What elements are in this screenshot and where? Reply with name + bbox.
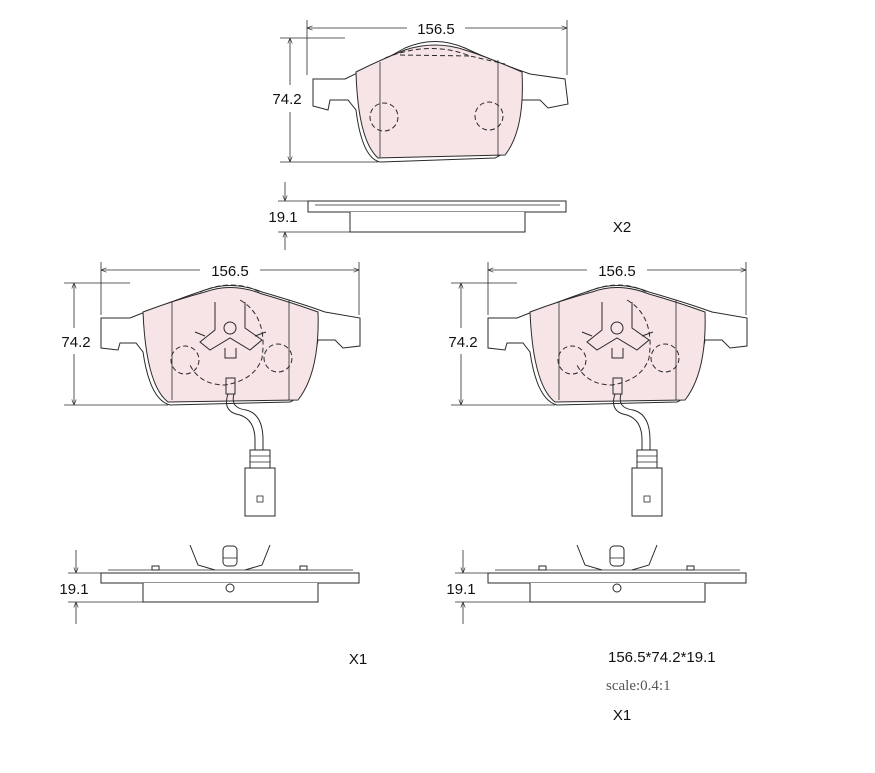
top-pad-thickness-dimension: 19.1 [268,182,350,250]
left-pad-width-label: 156.5 [211,263,249,280]
top-pad-height-label: 74.2 [272,91,301,108]
top-pad-height-dimension: 74.2 [272,37,378,163]
spec-scale: scale:0.4:1 [606,678,671,694]
left-pad-height-dimension: 74.2 [61,282,168,406]
right-pad-thickness-label: 19.1 [446,581,475,598]
left-pad-thickness-label: 19.1 [59,581,88,598]
top-pad-front-view [312,41,569,163]
right-pad-height-dimension: 74.2 [448,282,555,406]
right-pad-width-label: 156.5 [598,263,636,280]
top-pad-thickness-label: 19.1 [268,209,297,226]
right-pad-height-label: 74.2 [448,334,477,351]
right-pad-wear-sensor [612,377,663,517]
left-pad-side-view [100,544,360,603]
right-pad-width-dimension: 156.5 [487,262,747,315]
left-pad-spring-clip [194,302,267,359]
top-pad-width-label: 156.5 [417,21,455,38]
left-pad-wear-sensor [225,377,276,517]
top-pad-width-dimension: 156.5 [306,20,568,75]
left-pad-front-view [100,284,361,406]
left-pad-thickness-dimension: 19.1 [59,550,143,624]
top-pad-side-view [307,200,567,233]
right-pad-thickness-dimension: 19.1 [446,550,530,624]
left-pad-width-dimension: 156.5 [100,262,360,315]
right-pad-side-view [487,544,747,603]
spec-size: 156.5*74.2*19.1 [608,649,716,666]
left-pad-height-label: 74.2 [61,334,90,351]
top-pad-quantity: X2 [613,219,631,236]
left-pad-quantity: X1 [349,651,367,668]
right-pad-quantity: X1 [613,707,631,724]
right-pad-spring-clip [581,302,654,359]
right-pad-front-view: 156.5 74.2 19.1 [446,262,748,624]
